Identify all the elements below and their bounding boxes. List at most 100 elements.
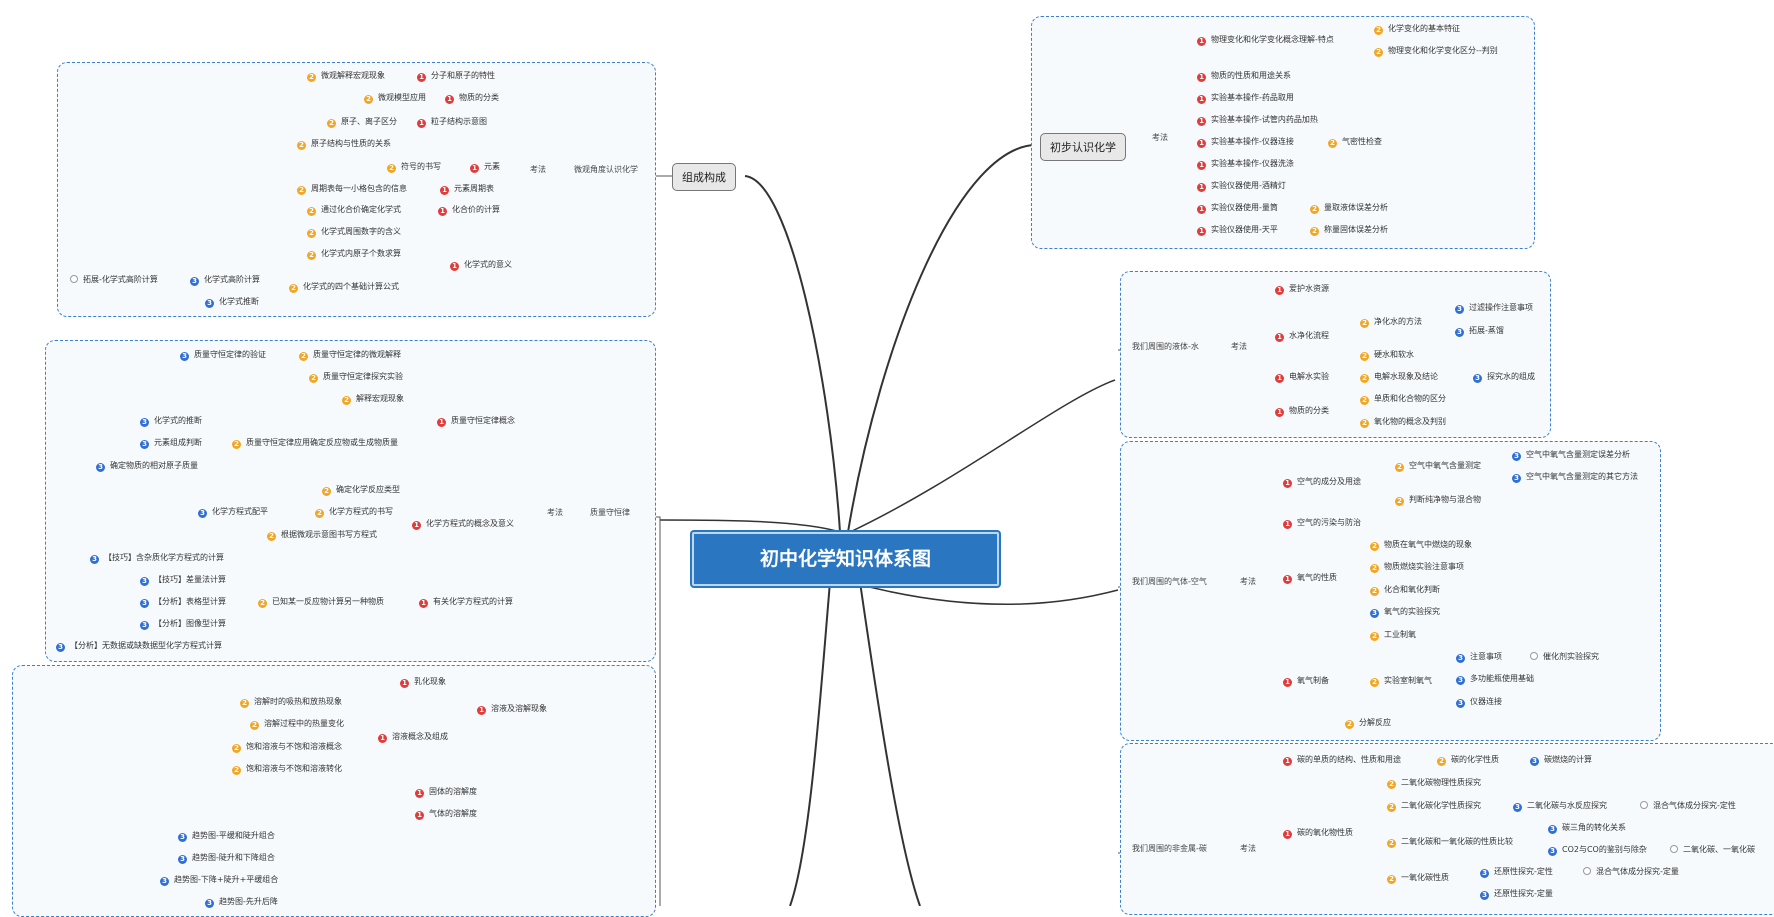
subnode-carbon[interactable]: 混合气体成分探究-定性 [1640, 800, 1736, 812]
subnode-air[interactable]: 催化剂实验探究 [1530, 651, 1599, 663]
subnode-mass[interactable]: 3【分析】无数据或缺数据型化学方程式计算 [56, 640, 222, 652]
subnode-carbon[interactable]: 二氧化碳、一氧化碳 [1670, 844, 1755, 856]
topic-composition[interactable]: 组成构成 [672, 163, 736, 191]
subnode-carbon[interactable]: 混合气体成分探究-定量 [1583, 866, 1679, 878]
subnode-mass[interactable]: 3【技巧】差量法计算 [140, 574, 226, 586]
topic-intro-chemistry[interactable]: 初步认识化学 [1040, 133, 1126, 161]
deep-node[interactable]: 拓展-化学式高阶计算 [70, 274, 158, 286]
